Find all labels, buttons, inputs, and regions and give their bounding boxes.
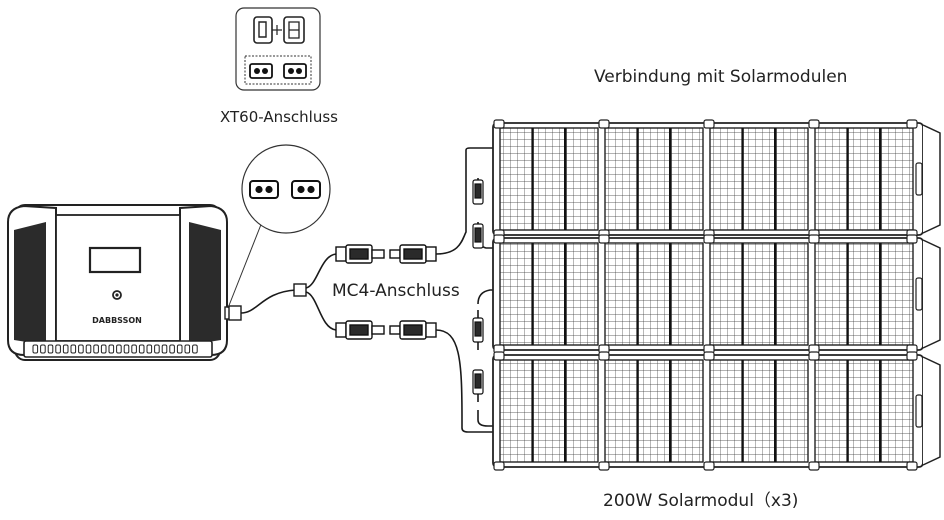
brand-label: DABBSSON bbox=[92, 316, 142, 325]
mc4-label: MC4-Anschluss bbox=[332, 281, 460, 301]
solar-connection-label: Verbindung mit Solarmodulen bbox=[594, 67, 848, 87]
solar-panel-icon bbox=[492, 119, 941, 239]
power-station-icon: DABBSSON bbox=[7, 204, 232, 361]
mc4-connector-icon bbox=[335, 244, 437, 264]
xt60-callout bbox=[227, 144, 331, 309]
xt60-port-icon bbox=[249, 180, 279, 199]
xt60-port-icon bbox=[249, 63, 273, 79]
xt60-port-icon bbox=[283, 63, 307, 79]
xt60-port-detail bbox=[235, 7, 321, 91]
solar-panel-icon bbox=[492, 234, 941, 354]
xt60-label: XT60-Anschluss bbox=[220, 108, 338, 126]
solar-panel-icon bbox=[492, 351, 941, 471]
cable-assembly bbox=[228, 253, 337, 331]
xt60-port-icon bbox=[291, 180, 321, 199]
mc4-connector-icon bbox=[472, 179, 484, 395]
mc4-connector-icon bbox=[335, 320, 437, 340]
solar-panel-array bbox=[492, 119, 941, 471]
solar-panel-label: 200W Solarmodul（x3) bbox=[603, 491, 799, 511]
